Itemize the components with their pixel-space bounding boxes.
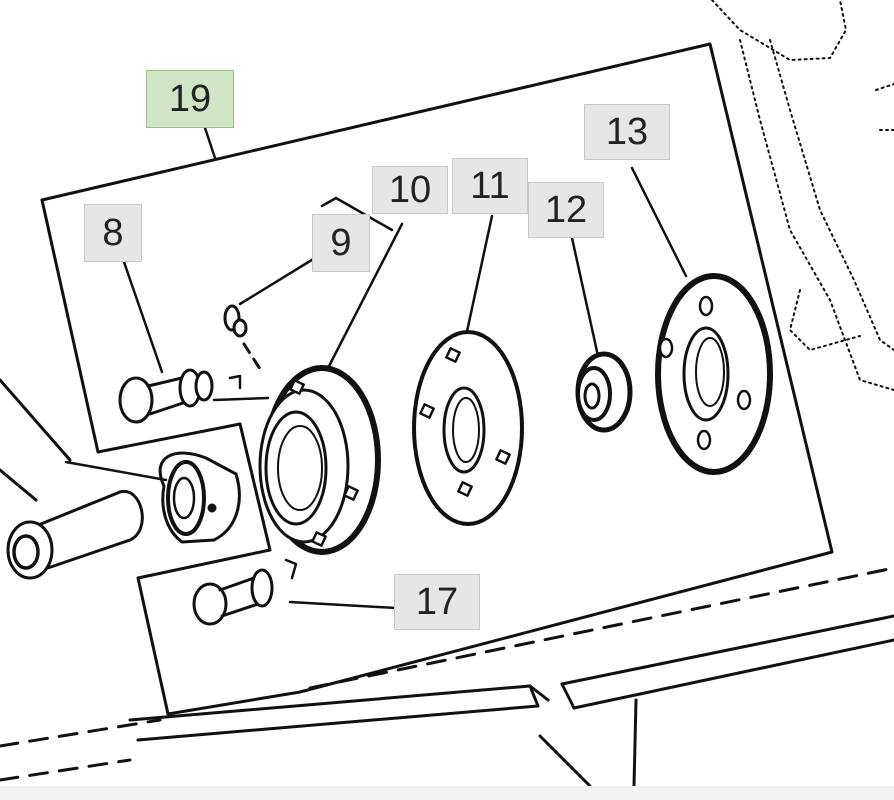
shaft-bushing	[0, 378, 168, 580]
callout-8[interactable]: 8	[84, 204, 142, 262]
callout-19[interactable]: 19	[146, 70, 234, 128]
leader-13	[630, 166, 688, 278]
leader-12	[570, 236, 600, 358]
leader-17	[288, 600, 398, 610]
dotted-lever	[711, 0, 894, 391]
leader-19	[203, 126, 217, 160]
part-13-plate	[655, 273, 773, 475]
leader-11	[464, 214, 494, 338]
leader-8	[122, 260, 164, 374]
assembly-frame	[40, 42, 834, 694]
callout-12[interactable]: 12	[528, 182, 604, 238]
part-8-bolt	[118, 368, 214, 424]
leader-9	[238, 256, 317, 306]
bottom-strip	[0, 786, 894, 800]
part-9-fitting	[212, 304, 270, 402]
pivot-housing	[158, 451, 241, 544]
callout-9[interactable]: 9	[312, 214, 370, 272]
callout-10[interactable]: 10	[372, 166, 448, 214]
assembly-frame-left-bottom	[136, 422, 302, 716]
bracket-9-10	[320, 196, 394, 232]
part-17-bolt	[192, 558, 298, 626]
callout-17[interactable]: 17	[394, 574, 480, 630]
part-12-nut	[575, 351, 633, 433]
callout-11[interactable]: 11	[452, 158, 528, 214]
callout-13[interactable]: 13	[584, 104, 670, 160]
part-10-flange-housing	[258, 365, 381, 555]
frame-rails	[0, 566, 894, 788]
part-11-plate	[412, 330, 524, 526]
leader-10	[324, 222, 404, 374]
assembly-frame-left-top	[40, 198, 242, 454]
